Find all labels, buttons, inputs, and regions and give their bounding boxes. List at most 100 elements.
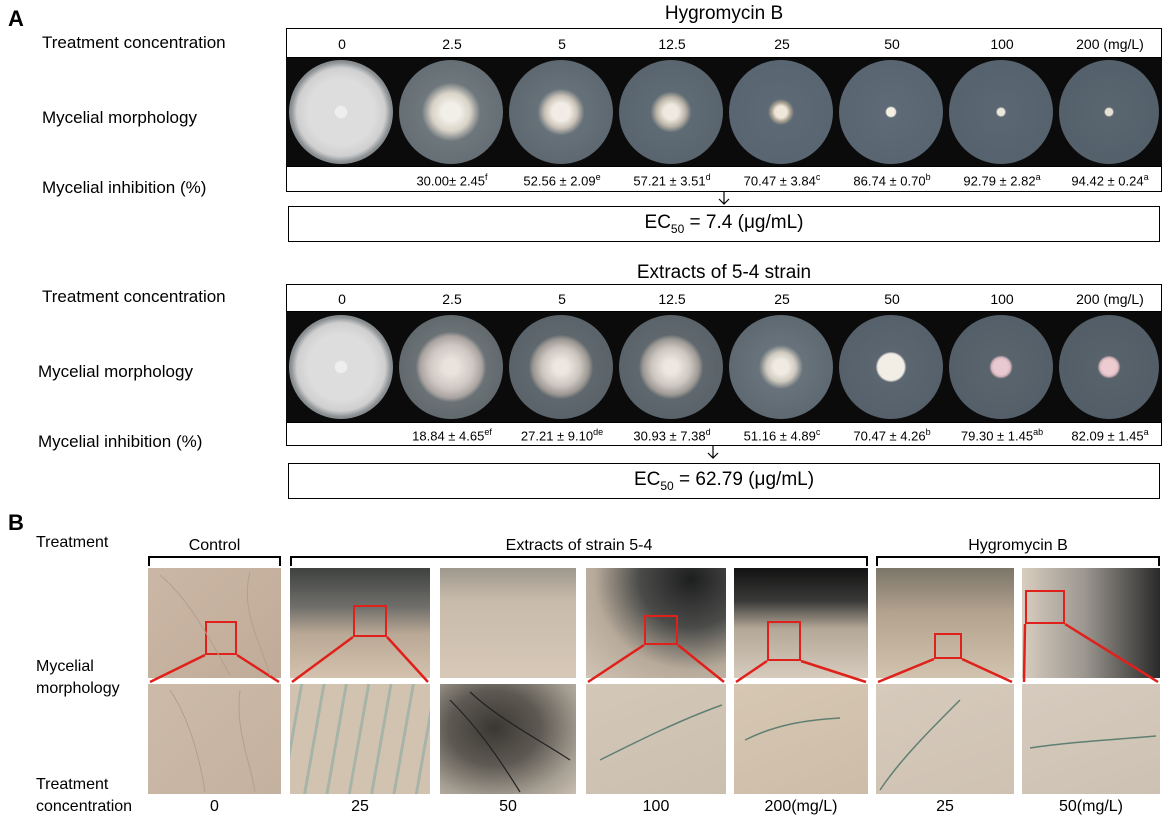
micro-extract-100-zoom xyxy=(586,684,726,794)
hygro-inhibition-2: 52.56 ± 2.09e xyxy=(523,172,601,189)
extract-inhibition-4: 51.16 ± 4.89c xyxy=(743,427,821,444)
extract-conc-0: 0 xyxy=(338,291,346,307)
hygro-inhibition-box: 30.00± 2.45f 52.56 ± 2.09e 57.21 ± 3.51d… xyxy=(286,166,1162,192)
extract-inhibition-1: 18.84 ± 4.65ef xyxy=(412,427,492,444)
hygro-plate-4 xyxy=(729,60,833,164)
extract-conc-7: 200 (mg/L) xyxy=(1076,291,1144,307)
micro-extract-200-top xyxy=(734,568,868,678)
group-control-bracket xyxy=(148,556,281,566)
hygro-conc-3: 12.5 xyxy=(658,36,686,52)
hygro-conc-4: 25 xyxy=(774,36,790,52)
group-hygro-label: Hygromycin B xyxy=(968,537,1068,554)
group-control-label: Control xyxy=(188,537,241,554)
extract-plate-7 xyxy=(1059,315,1159,419)
extract-conc-1: 2.5 xyxy=(442,291,462,307)
hygro-plate-5 xyxy=(839,60,943,164)
b-conc-1: 25 xyxy=(351,798,369,815)
extract-plate-6 xyxy=(949,315,1053,419)
extract-100-highlight-box xyxy=(644,615,678,645)
hygro-conc-7: 200 (mg/L) xyxy=(1076,36,1144,52)
hygro-plate-1 xyxy=(399,60,503,164)
extract-plate-0 xyxy=(289,315,393,419)
extract-inhibition-2: 27.21 ± 9.10de xyxy=(520,427,604,444)
hygro-conc-1: 2.5 xyxy=(442,36,462,52)
hygro-morphology-label: Mycelial morphology xyxy=(42,108,197,127)
extract-inhibition-3: 30.93 ± 7.38d xyxy=(633,427,711,444)
hygro-50-highlight-box xyxy=(1025,590,1065,624)
extract-plate-1 xyxy=(399,315,503,419)
panel-b-letter: B xyxy=(8,510,24,535)
extract-plate-2 xyxy=(509,315,613,419)
hygro-plate-2 xyxy=(509,60,613,164)
extract-inhibition-box: 18.84 ± 4.65ef 27.21 ± 9.10de 30.93 ± 7.… xyxy=(286,422,1162,446)
b-conc-0: 0 xyxy=(210,798,219,815)
b-conc-3: 100 xyxy=(642,798,670,815)
hygro-plate-0 xyxy=(289,60,393,164)
b-conc-4: 200(mg/L) xyxy=(764,798,838,815)
b-concentration-label: Treatment concentration xyxy=(36,776,133,815)
hygro-concentration-box: 0 2.5 5 12.5 25 50 100 200 (mg/L) xyxy=(286,28,1162,58)
hygro-plate-image-strip xyxy=(286,58,1162,166)
extract-inhibition-7: 82.09 ± 1.45a xyxy=(1071,427,1149,444)
hygro-inhibition-label: Mycelial inhibition (%) xyxy=(42,178,207,197)
extract-morphology-label: Mycelial morphology xyxy=(38,362,193,381)
micro-control-zoom xyxy=(148,684,281,794)
extract-plate-image-strip xyxy=(286,312,1162,422)
micro-extract-25-zoom xyxy=(290,684,430,794)
hygro-treatment-label: Treatment concentration xyxy=(42,33,226,52)
hygro-plate-3 xyxy=(619,60,723,164)
extract-200-highlight-box xyxy=(767,621,801,661)
micro-extract-50-top xyxy=(440,568,576,678)
hygro-inhibition-4: 70.47 ± 3.84c xyxy=(743,172,821,189)
hygro-conc-2: 5 xyxy=(558,36,566,52)
micro-extract-100-top xyxy=(586,568,726,678)
panel-a-letter: A xyxy=(8,6,24,31)
hygro-inhibition-6: 92.79 ± 2.82a xyxy=(963,172,1041,189)
micro-hygro-25-top xyxy=(876,568,1014,678)
extract-treatment-label: Treatment concentration xyxy=(42,287,226,306)
extract-conc-3: 12.5 xyxy=(658,291,686,307)
b-conc-5: 25 xyxy=(936,798,954,815)
micro-control-top xyxy=(148,568,281,678)
extract-inhibition-6: 79.30 ± 1.45ab xyxy=(960,427,1044,444)
micro-extract-50-zoom xyxy=(440,684,576,794)
group-hygro-bracket xyxy=(876,556,1160,566)
extract-inhibition-label: Mycelial inhibition (%) xyxy=(38,432,203,451)
group-extract-bracket xyxy=(290,556,868,566)
extract-ec50-box: EC50 = 62.79 (μg/mL) xyxy=(288,463,1160,499)
b-morphology-label: Mycelial morphology xyxy=(36,658,120,697)
hygro-conc-0: 0 xyxy=(338,36,346,52)
extract-plate-3 xyxy=(619,315,723,419)
hygro-title: Hygromycin B xyxy=(664,3,784,24)
extract-conc-6: 100 xyxy=(990,291,1014,307)
control-highlight-box xyxy=(205,621,237,655)
hygro-inhibition-7: 94.42 ± 0.24a xyxy=(1071,172,1149,189)
extract-inhibition-5: 70.47 ± 4.26b xyxy=(853,427,931,444)
hygro-25-highlight-box xyxy=(934,633,962,659)
extract-plate-4 xyxy=(729,315,833,419)
b-treatment-label: Treatment xyxy=(36,534,109,551)
hygro-inhibition-3: 57.21 ± 3.51d xyxy=(633,172,711,189)
extract-25-highlight-box xyxy=(353,605,387,637)
b-conc-2: 50 xyxy=(499,798,517,815)
extract-arrow-icon xyxy=(707,446,719,459)
extract-plate-5 xyxy=(839,315,943,419)
extract-conc-4: 25 xyxy=(774,291,790,307)
b-conc-6: 50(mg/L) xyxy=(1058,798,1124,815)
hygro-arrow-icon xyxy=(718,192,730,205)
micro-extract-200-zoom xyxy=(734,684,868,794)
hygro-conc-6: 100 xyxy=(990,36,1014,52)
extract-concentration-box: 0 2.5 5 12.5 25 50 100 200 (mg/L) xyxy=(286,284,1162,312)
hygro-plate-7 xyxy=(1059,60,1159,164)
hygro-conc-5: 50 xyxy=(884,36,900,52)
micro-hygro-25-zoom xyxy=(876,684,1014,794)
micro-hygro-50-zoom xyxy=(1022,684,1160,794)
extract-conc-2: 5 xyxy=(558,291,566,307)
hygro-inhibition-5: 86.74 ± 0.70b xyxy=(853,172,931,189)
hygro-inhibition-1: 30.00± 2.45f xyxy=(416,172,488,189)
group-extract-label: Extracts of strain 5-4 xyxy=(505,537,653,554)
extract-title: Extracts of 5-4 strain xyxy=(636,262,812,283)
hygro-plate-6 xyxy=(949,60,1053,164)
